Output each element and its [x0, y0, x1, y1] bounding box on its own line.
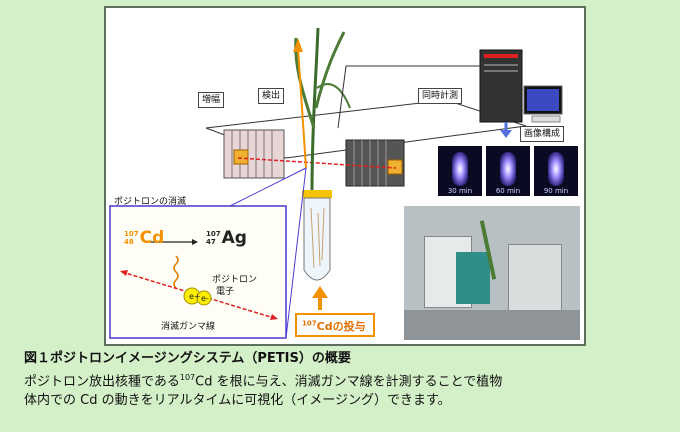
caption-title: 図１ポジトロンイメージングシステム（PETIS）の概要 — [24, 351, 351, 366]
zoom-line — [225, 167, 307, 209]
gamma-label: 消滅ガンマ線 — [161, 322, 216, 332]
svg-text:e-: e- — [201, 294, 209, 303]
translocation-arrow — [297, 47, 307, 169]
left-detector — [223, 129, 285, 179]
computer — [479, 49, 563, 123]
test-tube — [302, 190, 332, 281]
petis-diagram: e+ e- — [109, 27, 563, 339]
annihilation-title: ポジトロンの消滅 — [114, 197, 187, 207]
right-detector — [345, 139, 405, 187]
annihilation-inset — [109, 205, 287, 339]
gamma-ray-line — [237, 157, 397, 169]
injection-label: 107Cdの投与 — [302, 319, 366, 333]
detect-label: 検出 — [258, 88, 285, 104]
amplify-label: 増幅 — [198, 92, 225, 108]
coincidence-label: 同時計測 — [418, 88, 463, 104]
svg-text:e+: e+ — [189, 292, 201, 301]
scan-image-3: 90 min — [534, 146, 578, 196]
caption-line-2: 体内での Cd の動きをリアルタイムに可視化（イメージング）できます。 — [24, 393, 451, 409]
positron-wave — [173, 255, 179, 289]
electron-particle — [196, 290, 212, 306]
electron-label: 電子 — [216, 287, 235, 297]
positron-label: ポジトロン — [212, 275, 258, 285]
scan-image-1: 30 min — [438, 146, 482, 196]
scan-image-2: 60 min — [486, 146, 530, 196]
apparatus-photo — [404, 206, 580, 340]
injection-box — [295, 313, 375, 337]
caption: 図１ポジトロンイメージングシステム（PETIS）の概要 ポジトロン放出核種である… — [24, 350, 664, 410]
output-arrow — [500, 130, 512, 138]
caption-line-1: ポジトロン放出核種である107Cd を根に与え、消滅ガンマ線を計測することで植物 — [24, 373, 503, 390]
image-construct-label: 画像構成 — [520, 126, 565, 142]
